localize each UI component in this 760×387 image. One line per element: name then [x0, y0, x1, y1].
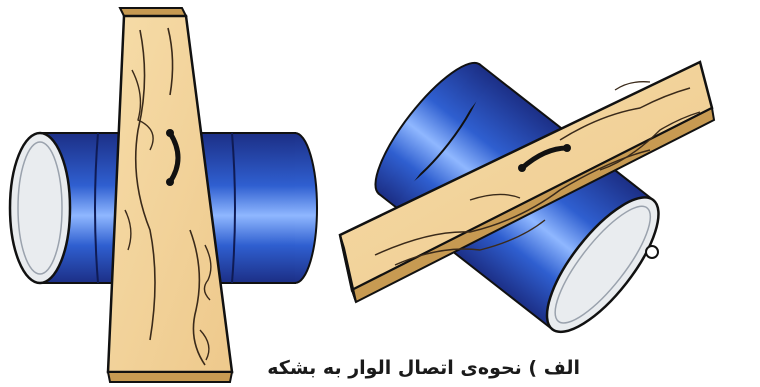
right-assembly	[340, 50, 714, 348]
figure-caption: الف ) نحوه‌ی اتصال الوار به بشکه	[330, 357, 580, 385]
left-assembly	[10, 8, 317, 382]
